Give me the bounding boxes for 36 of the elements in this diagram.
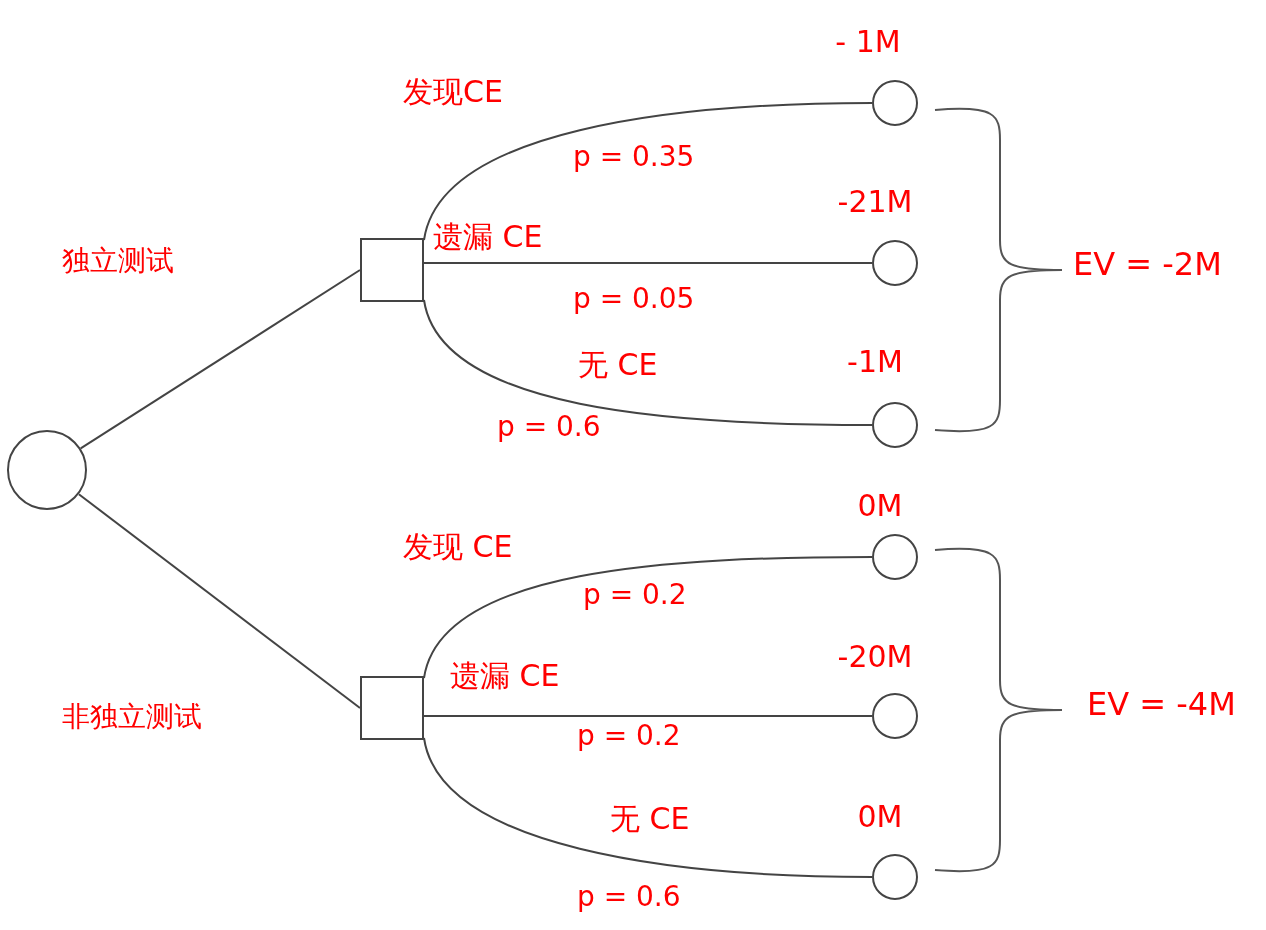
branch-line xyxy=(423,299,873,426)
probability-label: p = 0.35 xyxy=(573,143,695,171)
payoff-label: 0M xyxy=(857,802,903,832)
branch-line xyxy=(423,737,873,878)
chance-circle xyxy=(872,80,918,126)
payoff-label: - 1M xyxy=(835,27,901,57)
payoff-label: 0M xyxy=(857,491,903,521)
branch-line xyxy=(423,715,873,717)
probability-label: p = 0.2 xyxy=(583,581,687,609)
chance-circle xyxy=(872,693,918,739)
branch-line xyxy=(77,493,361,709)
payoff-label: -1M xyxy=(847,347,903,377)
decision-square xyxy=(360,238,424,302)
probability-label: p = 0.2 xyxy=(577,722,681,750)
chance-circle xyxy=(872,854,918,900)
branch-line xyxy=(423,102,873,241)
payoff-label: -21M xyxy=(837,187,913,217)
branch-line xyxy=(79,269,361,450)
edge-label: 独立测试 xyxy=(62,247,174,275)
probability-label: p = 0.05 xyxy=(573,285,695,313)
chance-circle xyxy=(872,402,918,448)
edge-label: 遗漏 CE xyxy=(433,222,543,252)
chance-circle xyxy=(872,240,918,286)
branch-line xyxy=(423,262,873,264)
branch-line xyxy=(423,556,873,679)
edge-label: 无 CE xyxy=(578,350,658,380)
chance-circle xyxy=(872,534,918,580)
edge-label: 非独立测试 xyxy=(62,703,202,731)
edge-label: 发现CE xyxy=(403,77,503,107)
edge-label: 遗漏 CE xyxy=(450,661,560,691)
probability-label: p = 0.6 xyxy=(577,883,681,911)
probability-label: p = 0.6 xyxy=(497,413,601,441)
edge-label: 发现 CE xyxy=(403,532,513,562)
decision-square xyxy=(360,676,424,740)
payoff-label: -20M xyxy=(837,642,913,672)
edge-label: 无 CE xyxy=(610,804,690,834)
